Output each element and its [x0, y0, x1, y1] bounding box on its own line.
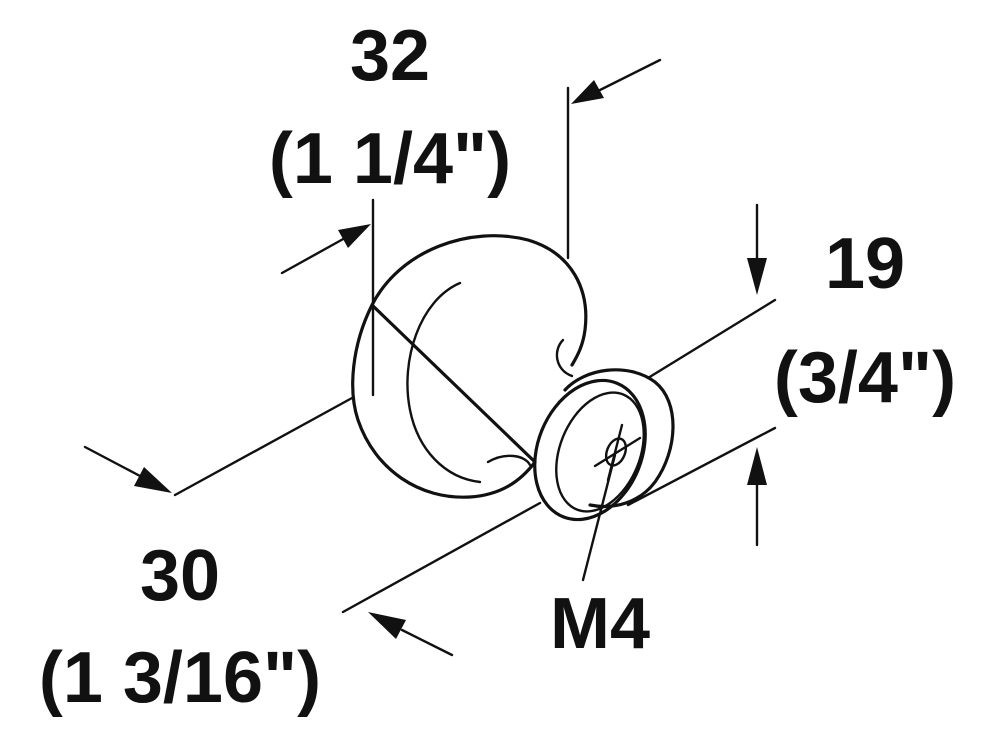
knob-base-back-edge: [563, 368, 675, 509]
arrowhead-depth-left: [134, 467, 172, 493]
diameter-metric-label: 32: [350, 16, 430, 96]
arrowhead-bottom: [747, 447, 767, 485]
diameter-imperial-label: (1 1/4"): [269, 119, 511, 199]
extension-line-base: [341, 501, 542, 614]
knob-base: [533, 368, 675, 522]
knob-base-front-face-inner: [555, 391, 645, 513]
knob-head-outline: [351, 234, 588, 499]
thread-leader-line: [581, 453, 617, 582]
thread-callout: M4: [550, 453, 650, 664]
knob-head: [351, 234, 588, 499]
arrowhead-depth-right: [368, 612, 406, 639]
depth-metric-label: 30: [140, 536, 220, 616]
arrowhead-top: [747, 258, 767, 295]
depth-imperial-label: (1 3/16"): [39, 638, 321, 718]
stem-diameter-metric-label: 19: [825, 224, 905, 304]
knob-head-neck-curve: [555, 338, 574, 378]
arrowhead-right: [571, 80, 604, 104]
knob-head-inner-rim: [406, 281, 482, 484]
extension-line-top: [646, 298, 777, 380]
knob-head-rim-highlight: [486, 454, 532, 467]
arrowhead-left: [338, 224, 371, 248]
thread-label: M4: [550, 584, 650, 664]
stem-diameter-imperial-label: (3/4"): [774, 338, 956, 418]
dimension-depth: 30 (1 3/16"): [39, 396, 542, 718]
dimension-diameter: 32 (1 1/4"): [269, 16, 662, 397]
knob-base-front-face: [533, 378, 647, 522]
dimension-stem-diameter: 19 (3/4"): [626, 203, 956, 547]
extension-line-bottom: [626, 426, 777, 507]
thread-hole-center-h: [593, 436, 642, 468]
extension-line-head: [173, 396, 354, 497]
